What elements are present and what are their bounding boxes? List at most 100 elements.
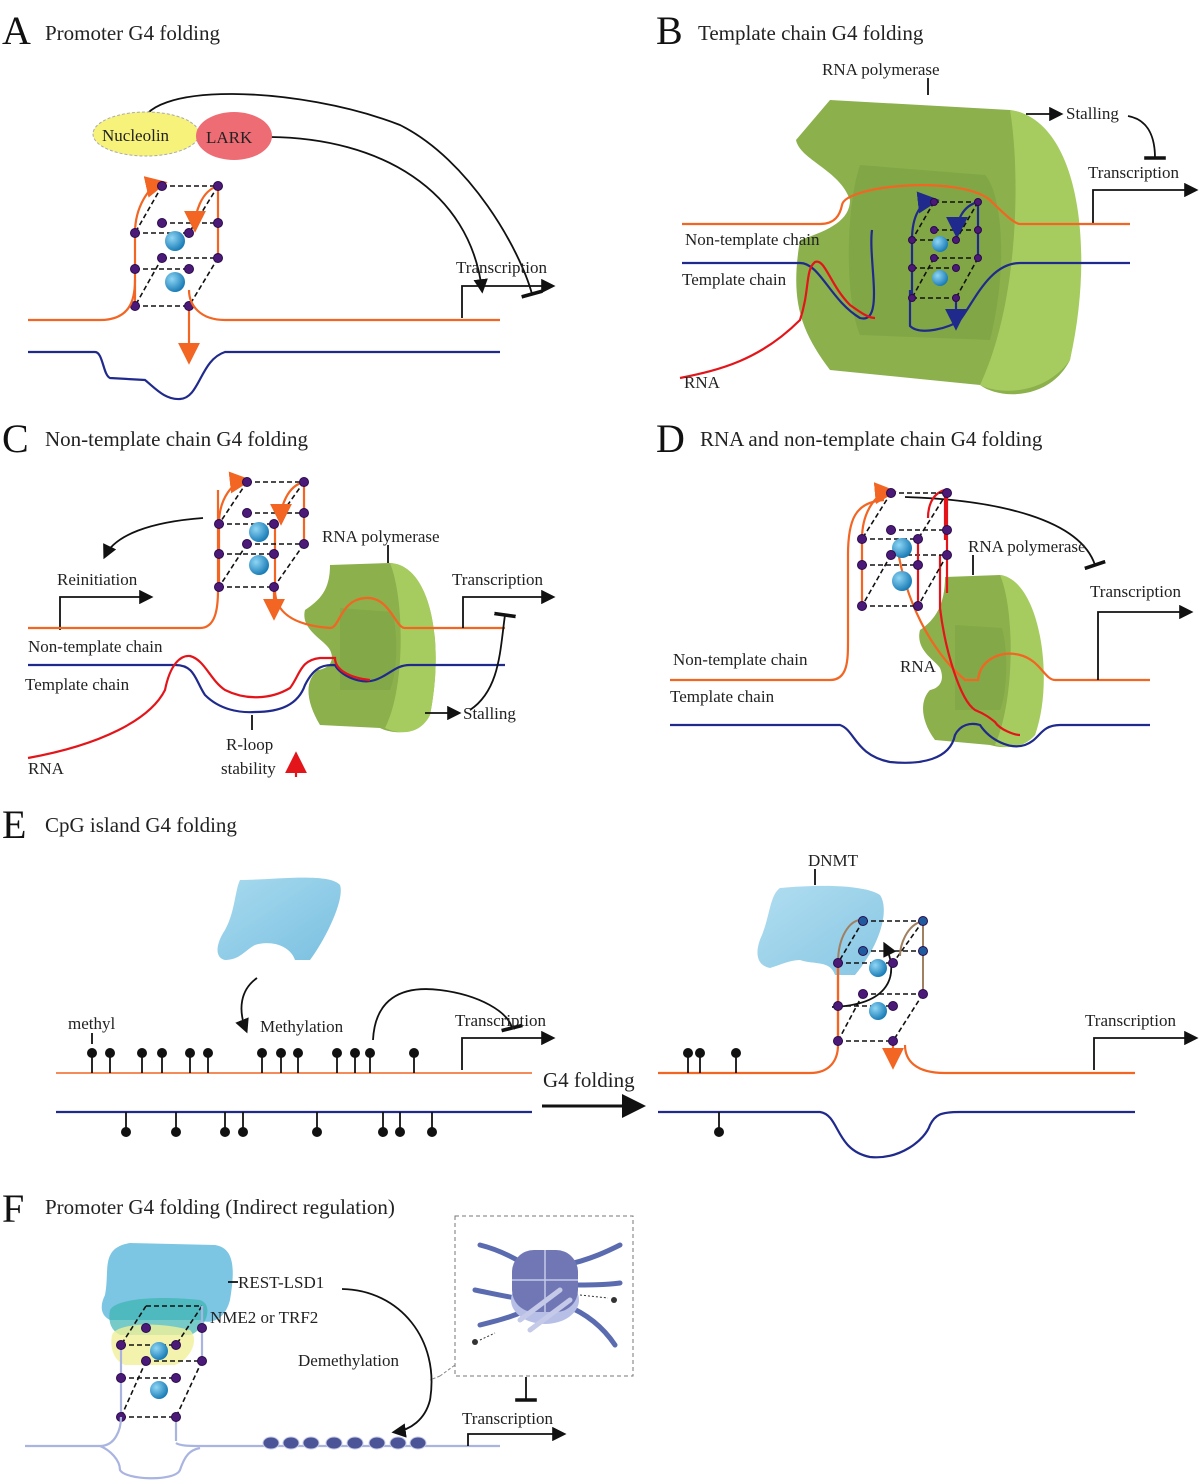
ion-sphere <box>150 1342 168 1360</box>
transcription-label-f: Transcription <box>462 1409 553 1428</box>
methyl-group-icon <box>427 1127 437 1137</box>
non-template-strand-b <box>682 184 1130 226</box>
template-label-c: Template chain <box>25 675 130 694</box>
methyl-group-icon <box>378 1127 388 1137</box>
template-strand-d <box>670 722 1150 764</box>
transcription-label-e-right: Transcription <box>1085 1011 1176 1030</box>
panel-c-title: Non-template chain G4 folding <box>45 427 309 451</box>
methyl-group-icon <box>409 1048 419 1058</box>
g-quadruplex-c <box>214 471 309 621</box>
demethylation-label: Demethylation <box>298 1351 400 1370</box>
nucleosome-array <box>262 1436 427 1450</box>
methyl-group-icon <box>276 1048 286 1058</box>
non-template-label-b: Non-template chain <box>685 230 820 249</box>
non-template-strand-f <box>25 1416 500 1448</box>
panel-e: E CpG island G4 folding Methylation meth… <box>2 802 1199 1159</box>
panel-b-letter: B <box>656 8 683 53</box>
stalling-inhibit-arrow <box>1127 115 1166 160</box>
methylation-inhibit-arrow <box>372 988 523 1041</box>
g-quadruplex-f <box>116 1305 207 1441</box>
nucleosome-inset-box <box>454 1215 634 1377</box>
methyl-groups-bottom <box>121 1112 437 1137</box>
reinitiation-label: Reinitiation <box>57 570 138 589</box>
ion-sphere <box>869 1002 887 1020</box>
nucleosome <box>409 1436 427 1450</box>
transcription-start-arrow-b <box>1092 182 1199 224</box>
g-quadruplex-d <box>857 482 952 611</box>
methyl-group-icon <box>121 1127 131 1137</box>
methyl-groups-top <box>87 1048 419 1073</box>
dnmt-label: DNMT <box>808 851 859 870</box>
nucleosome-inset <box>472 1242 623 1348</box>
stalling-label-b: Stalling <box>1066 104 1119 123</box>
methyl-label: methyl <box>68 1014 115 1033</box>
ion-sphere <box>165 231 185 251</box>
transcription-start-arrow-f <box>467 1426 567 1446</box>
rloop-label-line2: stability <box>221 759 276 778</box>
ion-sphere <box>932 236 948 252</box>
template-strand-e-right <box>658 1110 1135 1159</box>
methylation-arrow <box>235 977 258 1034</box>
demethylation-arrow <box>341 1288 433 1438</box>
methyl-group-icon <box>312 1127 322 1137</box>
nucleolin-label: Nucleolin <box>102 126 170 145</box>
panel-d: D RNA and non-template chain G4 folding … <box>656 416 1194 764</box>
methyl-group-icon <box>157 1048 167 1058</box>
ion-sphere <box>892 538 912 558</box>
methyl-group-icon <box>683 1048 693 1058</box>
rna-strand-b <box>679 260 876 380</box>
template-label-d: Template chain <box>670 687 775 706</box>
dnmt-enzyme-bound <box>757 885 884 975</box>
ion-sphere <box>869 959 887 977</box>
nucleosome <box>368 1436 386 1450</box>
rna-polymerase-c <box>304 563 436 733</box>
transcription-start-arrow-e-left <box>461 1030 556 1070</box>
transcription-label-e-left: Transcription <box>455 1011 546 1030</box>
panel-a-title: Promoter G4 folding <box>45 21 220 45</box>
panel-d-letter: D <box>656 416 685 461</box>
panel-c-letter: C <box>2 416 29 461</box>
transcription-label-a: Transcription <box>456 258 547 277</box>
template-label-b: Template chain <box>682 270 787 289</box>
transcription-start-arrow-a <box>461 278 556 318</box>
g4-inhibit-arrow-d <box>904 496 1106 571</box>
panel-e-title: CpG island G4 folding <box>45 813 237 837</box>
methyl-group-icon <box>695 1048 705 1058</box>
polymerase-label-c: RNA polymerase <box>322 527 440 546</box>
g-quadruplex-e <box>833 916 928 1070</box>
ion-sphere <box>932 270 948 286</box>
nucleosome <box>389 1436 407 1450</box>
non-template-strand-a <box>28 279 500 322</box>
methyl-group-icon <box>185 1048 195 1058</box>
methyl-group-icon <box>203 1048 213 1058</box>
ion-sphere <box>165 272 185 292</box>
methyl-group-icon <box>257 1048 267 1058</box>
lark-activate-arrow <box>269 136 488 294</box>
g-quadruplex-b <box>908 191 982 331</box>
panel-e-letter: E <box>2 802 26 847</box>
methyl-group-icon <box>395 1127 405 1137</box>
methylation-label: Methylation <box>260 1017 344 1036</box>
methyl-group-icon <box>350 1048 360 1058</box>
methyl-group-icon <box>293 1048 303 1058</box>
polymerase-label-b: RNA polymerase <box>822 60 940 79</box>
methyl-group-icon <box>220 1127 230 1137</box>
rna-label-b: RNA <box>684 373 721 392</box>
rna-label-c: RNA <box>28 759 65 778</box>
rna-strand-c <box>27 654 371 760</box>
methyl-group-icon <box>714 1127 724 1137</box>
transcription-start-arrow-e-right <box>1093 1030 1199 1070</box>
reinitiation-start-arrow <box>59 589 154 630</box>
panel-b: B Template chain G4 folding RNA polymera… <box>656 8 1199 395</box>
nme-trf2-label: NME2 or TRF2 <box>210 1308 318 1327</box>
reinitiation-arrow <box>103 517 204 560</box>
ion-sphere <box>892 571 912 591</box>
nucleolin-inhibit-arrow <box>140 93 543 299</box>
template-strand-f <box>99 1444 201 1480</box>
rna-polymerase-d <box>919 575 1044 748</box>
nucleosome <box>282 1436 300 1450</box>
methyl-group-icon <box>332 1048 342 1058</box>
methyl-group-icon <box>365 1048 375 1058</box>
non-template-label-d: Non-template chain <box>673 650 808 669</box>
